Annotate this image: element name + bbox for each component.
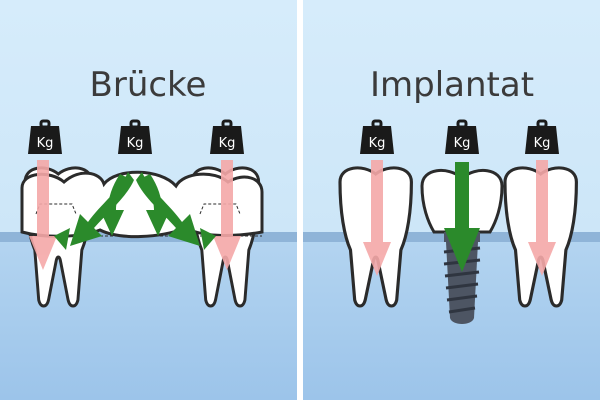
weight-icon: Kg xyxy=(443,119,481,156)
arrow-down-icon xyxy=(213,160,241,270)
weight-icon: Kg xyxy=(523,119,561,156)
weight-icon: Kg xyxy=(26,119,64,156)
weight-label: Kg xyxy=(369,136,386,151)
weight-label: Kg xyxy=(534,136,551,151)
arrow-down-icon xyxy=(444,162,480,272)
panel-divider xyxy=(297,0,303,400)
weight-icon: Kg xyxy=(208,119,246,156)
weight-label: Kg xyxy=(127,136,144,151)
weight-label: Kg xyxy=(219,136,236,151)
arrow-down-icon xyxy=(29,160,57,270)
panel-implant-title: Implantat xyxy=(370,65,534,105)
weight-label: Kg xyxy=(454,136,471,151)
weight-icon: Kg xyxy=(116,119,154,156)
load-distribution-arrows xyxy=(54,172,216,250)
panel-implant: Implantat xyxy=(303,0,600,400)
abutment-outline xyxy=(199,203,241,215)
panel-bridge: Brücke xyxy=(0,0,297,400)
weight-label: Kg xyxy=(37,136,54,151)
arrow-down-icon xyxy=(363,160,391,276)
weight-icon: Kg xyxy=(358,119,396,156)
arrow-down-icon xyxy=(528,160,556,276)
panel-bridge-title: Brücke xyxy=(90,65,207,105)
